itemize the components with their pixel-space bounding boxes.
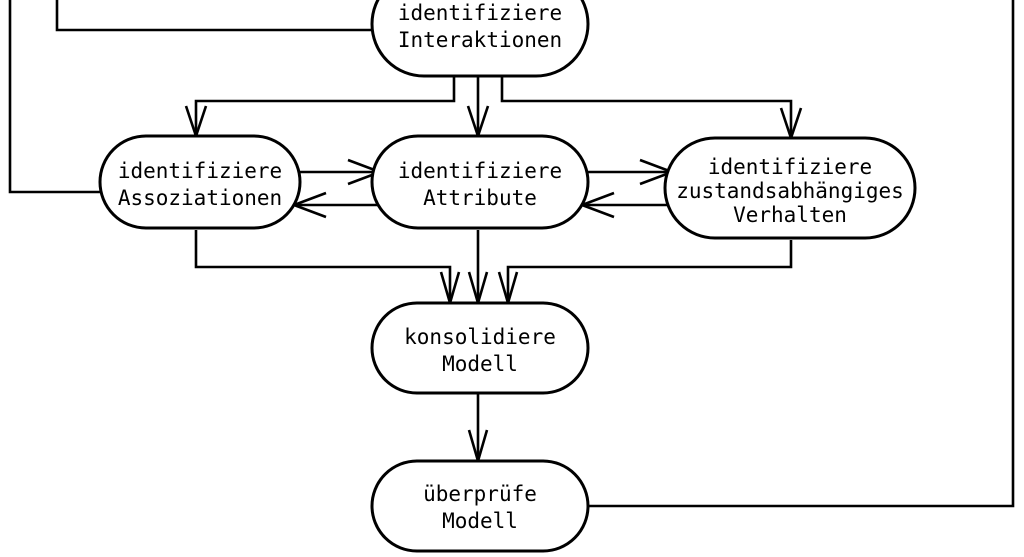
node-identifiziere-assoziationen[interactable]: identifiziere Assoziationen: [98, 134, 302, 230]
node-shape-interaktionen: [370, 0, 590, 78]
node-konsolidiere-modell[interactable]: konsolidiere Modell: [370, 301, 590, 395]
edge-konsolidiere-to-ueberpruefe: [467, 393, 489, 466]
node-label-ueberpruefe-line2: Modell: [442, 509, 518, 533]
node-label-verhalten-line1: identifiziere: [708, 155, 872, 179]
edge-ueberpruefe-feedback-right: [588, 0, 1015, 508]
node-identifiziere-zustandsabhaengiges-verhalten[interactable]: identifiziere zustandsabhängiges Verhalt…: [663, 136, 917, 240]
edge-attribute-to-verhalten: [584, 158, 676, 186]
node-shape-assoziationen: [98, 134, 302, 230]
edge-verhalten-to-konsolidiere: [497, 240, 793, 308]
node-label-interaktionen-line2: Interaktionen: [398, 28, 562, 52]
node-label-interaktionen-line1: identifiziere: [398, 1, 562, 25]
edge-interaktionen-to-attribute: [466, 76, 490, 141]
node-identifiziere-interaktionen[interactable]: identifiziere Interaktionen: [370, 0, 590, 78]
edge-interaktionen-to-assoziationen: [184, 76, 456, 141]
node-shape-konsolidiere: [370, 301, 590, 395]
edge-assoziationen-to-konsolidiere: [194, 230, 461, 308]
node-label-verhalten-line2: zustandsabhängiges: [676, 179, 904, 203]
node-label-konsolidiere-line1: konsolidiere: [404, 325, 556, 349]
edge-interaktionen-to-verhalten: [500, 76, 803, 143]
node-label-assoziationen-line2: Assoziationen: [118, 186, 282, 210]
node-label-verhalten-line3: Verhalten: [733, 203, 847, 227]
node-label-konsolidiere-line2: Modell: [442, 352, 518, 376]
edge-assoziationen-feedback-left: [8, 0, 100, 194]
node-label-attribute-line1: identifiziere: [398, 159, 562, 183]
node-ueberpruefe-modell[interactable]: überprüfe Modell: [370, 459, 590, 553]
edge-verhalten-to-attribute: [578, 191, 670, 219]
edge-interaktionen-feedback-left: [55, 0, 372, 32]
edge-assoziationen-to-attribute: [296, 158, 384, 186]
node-label-assoziationen-line1: identifiziere: [118, 159, 282, 183]
node-identifiziere-attribute[interactable]: identifiziere Attribute: [370, 134, 590, 230]
edge-attribute-to-assoziationen: [290, 191, 378, 219]
node-shape-verhalten: [663, 136, 917, 240]
node-shape-attribute: [370, 134, 590, 230]
edge-attribute-to-konsolidiere: [467, 230, 489, 308]
node-shape-ueberpruefe: [370, 459, 590, 553]
node-label-ueberpruefe-line1: überprüfe: [423, 482, 537, 506]
node-label-attribute-line2: Attribute: [423, 186, 537, 210]
